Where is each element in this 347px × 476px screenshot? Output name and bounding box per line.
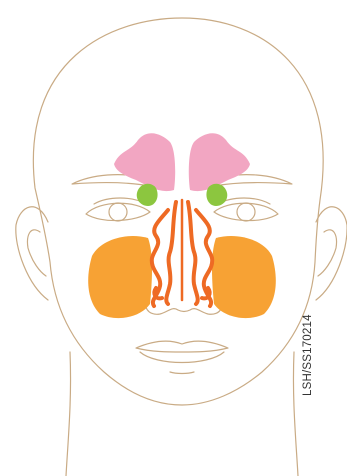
head-outline (33, 18, 323, 405)
left-eye (86, 203, 150, 220)
lower-lip (140, 352, 224, 363)
frontal-sinus-left (114, 133, 175, 191)
right-iris (237, 203, 255, 221)
right-ear (316, 207, 347, 300)
maxillary-sinus-left (88, 236, 152, 318)
ethmoid-sinus-right (206, 184, 227, 206)
left-ear (16, 207, 48, 300)
left-iris (109, 203, 127, 221)
image-code-label: LSH/SS170214 (300, 226, 316, 396)
neck-left (66, 352, 71, 476)
nasal-concha-left-inner (166, 202, 176, 304)
neck-right (293, 352, 298, 476)
left-ear-inner (28, 230, 47, 276)
right-eye (214, 203, 278, 220)
ethmoid-sinus-left (137, 184, 158, 206)
right-ear-inner (318, 230, 337, 276)
nasal-concha-right-inner (188, 202, 198, 304)
upper-lip (136, 341, 228, 352)
maxillary-sinus-right (212, 236, 276, 318)
chin-line (170, 372, 194, 374)
frontal-sinus-right (189, 133, 250, 191)
